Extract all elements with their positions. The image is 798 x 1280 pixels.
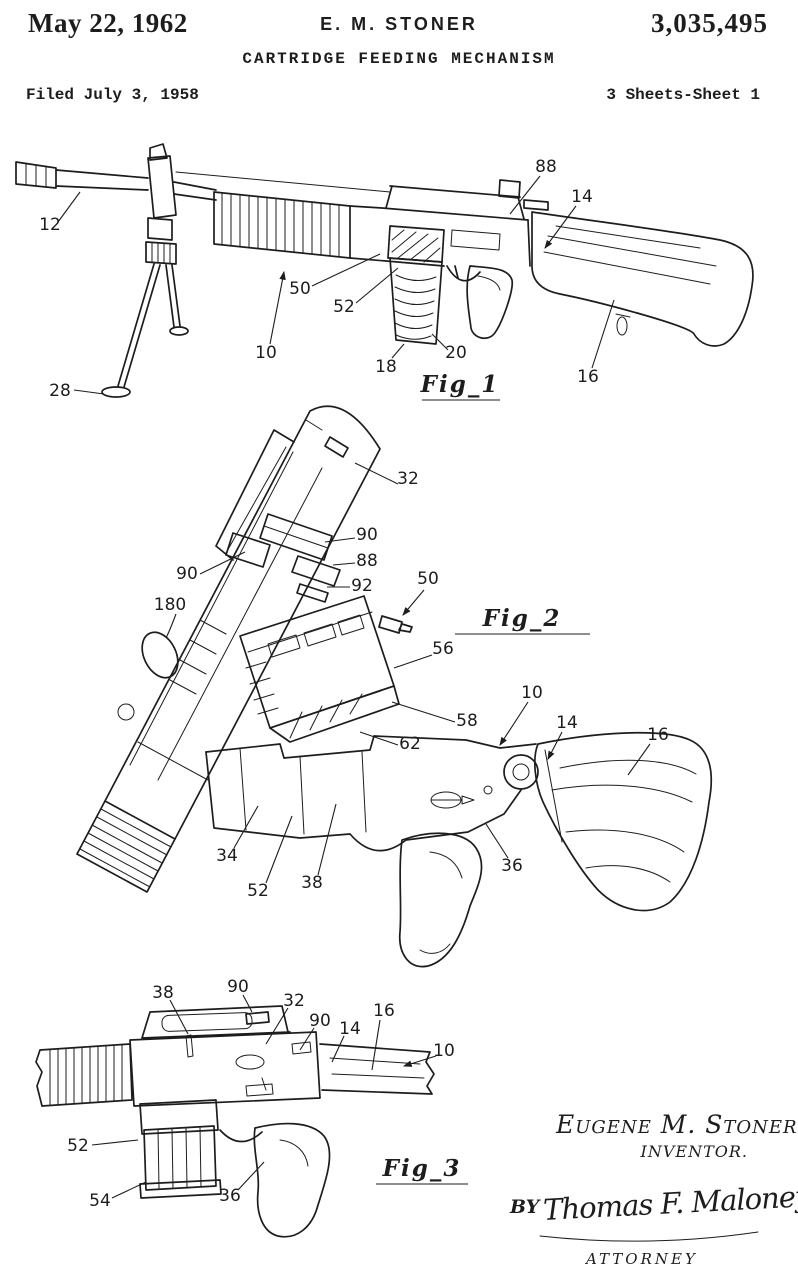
- fig2-ref-180: 180: [154, 595, 186, 615]
- fig3-reference-labels: 38 90 32 90 14 16 10 52 54 36 Fig_3: [67, 977, 468, 1211]
- fig2-ref-10: 10: [521, 683, 543, 703]
- fig3-ref-32: 32: [283, 991, 305, 1011]
- attorney-caption: ATTORNEY: [586, 1250, 698, 1268]
- sheet-count-line: 3 Sheets-Sheet 1: [606, 86, 760, 104]
- fig2-ref-38: 38: [301, 873, 323, 893]
- fig3-ref-38: 38: [152, 983, 174, 1003]
- fig1-ref-88: 88: [535, 157, 557, 177]
- fig2-ref-52: 52: [247, 881, 269, 901]
- fig1-caption: Fig_1: [420, 371, 500, 398]
- inventor-signature-name: Eugene M. Stoner: [556, 1110, 798, 1139]
- fig2-ref-62: 62: [399, 734, 421, 754]
- fig1-ref-16: 16: [577, 367, 599, 387]
- fig2-ref-34: 34: [216, 846, 238, 866]
- fig3-ref-16: 16: [373, 1001, 395, 1021]
- fig2-ref-92: 92: [351, 576, 373, 596]
- inventor-name-header: E. M. STONER: [320, 14, 478, 34]
- by-label: BY: [510, 1196, 540, 1218]
- fig2-ref-90-left: 90: [176, 564, 198, 584]
- fig3-ref-52: 52: [67, 1136, 89, 1156]
- fig2-ref-58: 58: [456, 711, 478, 731]
- fig2-ref-16: 16: [647, 725, 669, 745]
- fig3-caption: Fig_3: [382, 1155, 462, 1182]
- filed-date-line: Filed July 3, 1958: [26, 86, 199, 104]
- patent-number: 3,035,495: [651, 8, 768, 38]
- fig2-ref-14: 14: [556, 713, 578, 733]
- fig2-ref-50: 50: [417, 569, 439, 589]
- fig2-ref-88: 88: [356, 551, 378, 571]
- patent-date: May 22, 1962: [28, 8, 188, 38]
- fig1-rifle-side-view: [15, 143, 754, 398]
- fig1-ref-18: 18: [375, 357, 397, 377]
- fig3-ref-90-right: 90: [309, 1011, 331, 1031]
- fig2-ref-56: 56: [432, 639, 454, 659]
- fig3-ref-54: 54: [89, 1191, 111, 1211]
- fig2-ref-36: 36: [501, 856, 523, 876]
- fig1-ref-52: 52: [333, 297, 355, 317]
- fig1-ref-28: 28: [49, 381, 71, 401]
- fig2-caption: Fig_2: [482, 605, 562, 632]
- fig2-ref-32: 32: [397, 469, 419, 489]
- fig1-ref-10: 10: [255, 343, 277, 363]
- fig2-exploded-view: [76, 405, 713, 968]
- fig1-ref-50: 50: [289, 279, 311, 299]
- fig3-ref-90-left: 90: [227, 977, 249, 997]
- inventor-caption: INVENTOR.: [640, 1142, 748, 1161]
- fig3-ref-14: 14: [339, 1019, 361, 1039]
- fig1-ref-14: 14: [571, 187, 593, 207]
- fig1-reference-labels: 12 88 14 50 52 10 18 20 16 28 Fig_1: [39, 157, 615, 401]
- fig1-ref-20: 20: [445, 343, 467, 363]
- fig3-receiver-detail-view: [35, 1005, 435, 1238]
- fig2-ref-90-right: 90: [356, 525, 378, 545]
- fig3-ref-36: 36: [219, 1186, 241, 1206]
- fig2-reference-labels: 32 90 88 92 90 180 50 56 10 14 16 58 62 …: [154, 462, 669, 901]
- signature-flourish-line: [539, 1231, 759, 1242]
- invention-title: CARTRIDGE FEEDING MECHANISM: [242, 50, 556, 68]
- fig3-ref-10: 10: [433, 1041, 455, 1061]
- fig1-ref-12: 12: [39, 215, 61, 235]
